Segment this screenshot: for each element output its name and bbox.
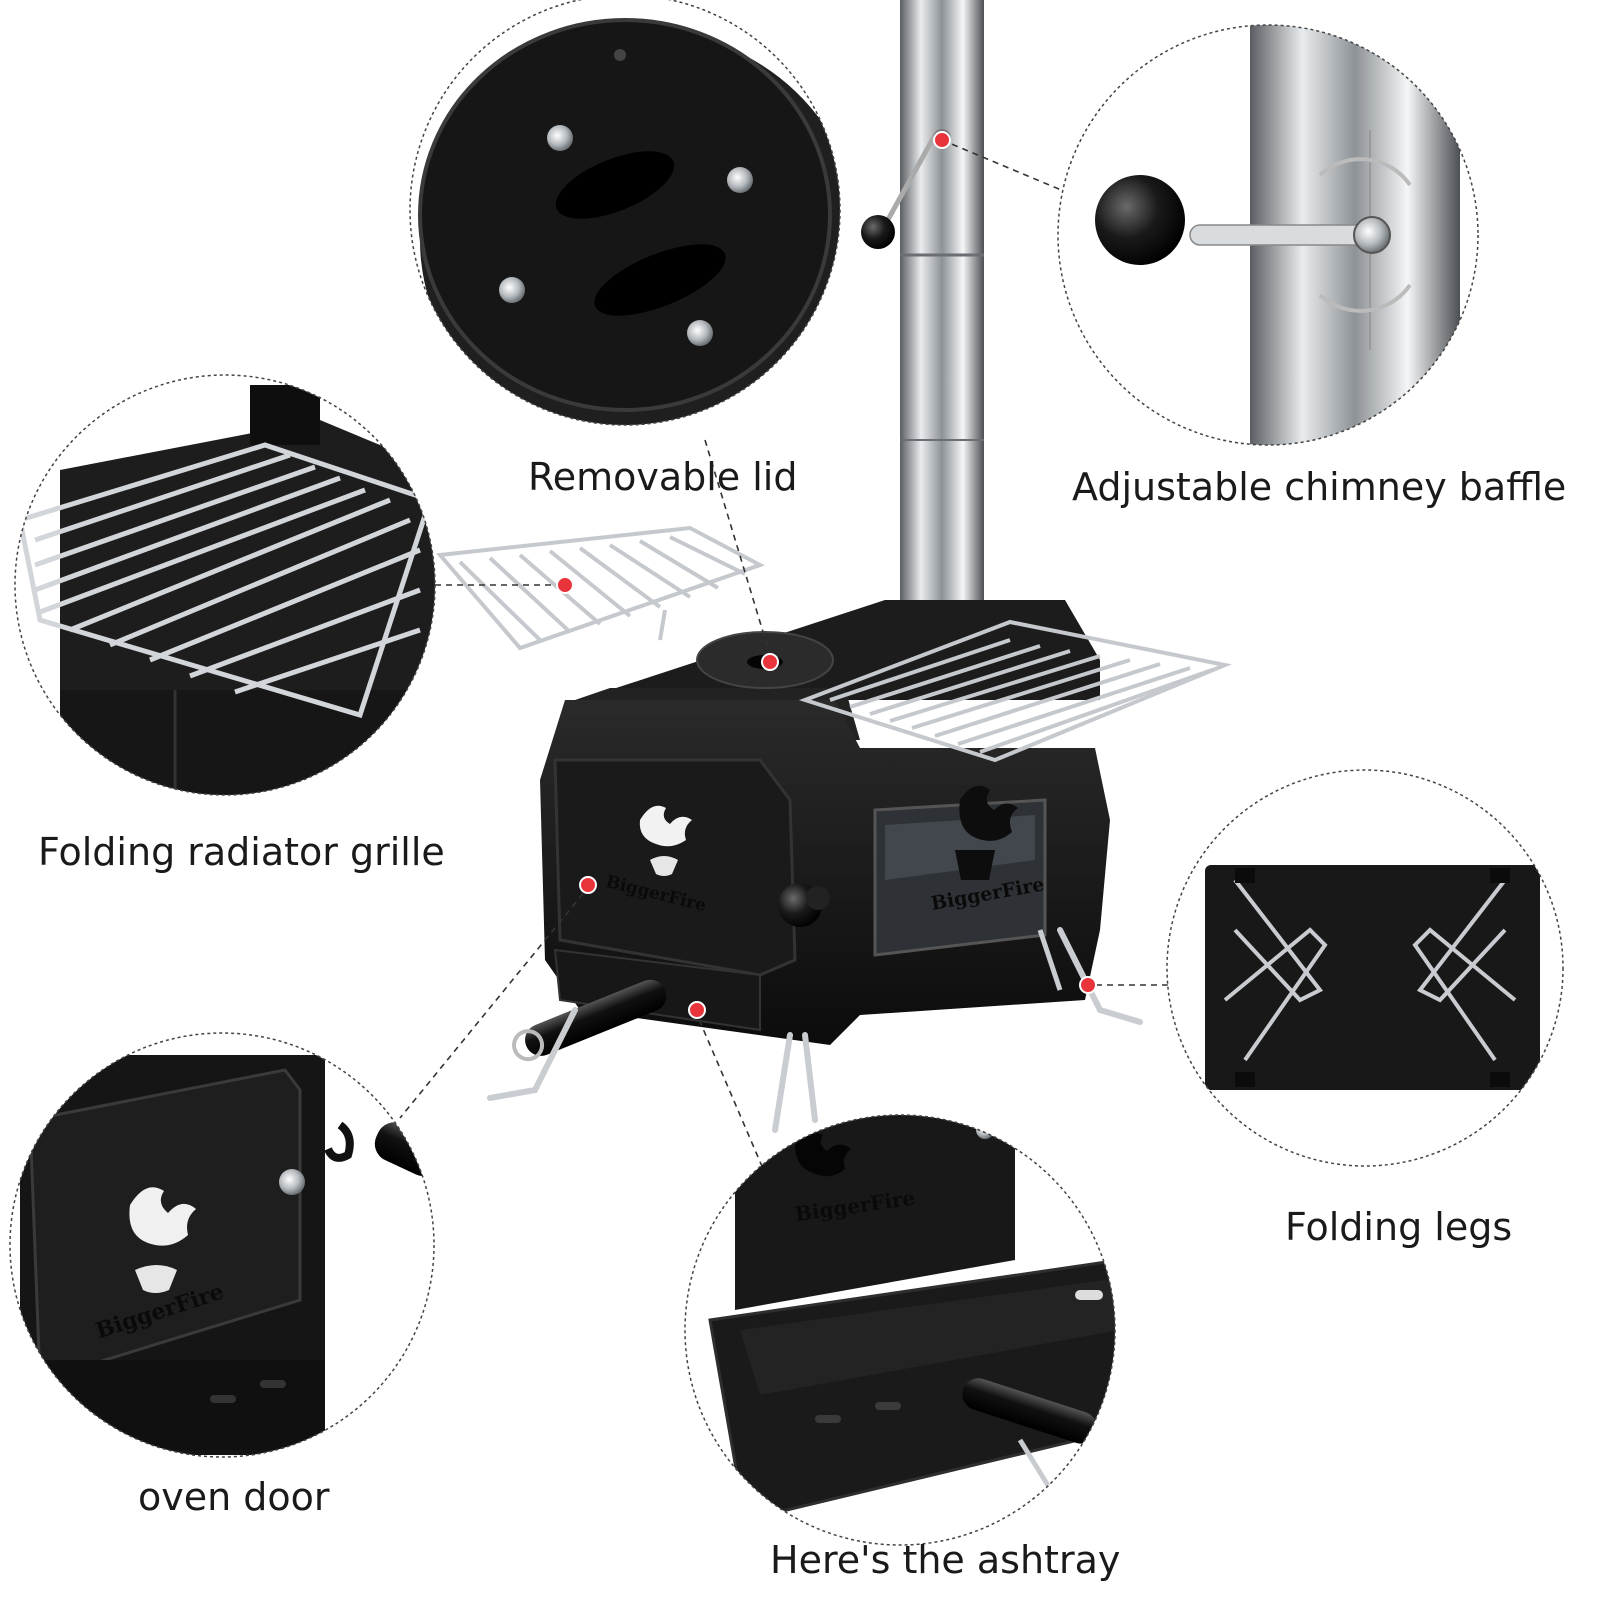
left-grille [436,525,766,651]
zoom-folding-legs [1166,769,1564,1167]
right-grille [798,619,1232,763]
marker-door [579,876,597,894]
marker-baffle [933,131,951,149]
leg-front-right [772,1032,793,1133]
leg-back-right [1057,927,1143,1025]
callout-lines [399,139,1168,1186]
marker-legs [1079,976,1097,994]
label-chimney-baffle: Adjustable chimney baffle [1072,465,1567,509]
zoom-radiator-grille [14,374,436,796]
label-ashtray: Here's the ashtray [770,1538,1121,1582]
zoom-ashtray: BiggerFire [684,1114,1116,1546]
chimney-pipe [900,0,984,610]
marker-grille [556,576,574,594]
zoom-removable-lid [409,0,841,426]
marker-ashtray [688,1001,706,1019]
marker-lid [761,653,779,671]
leg-front-left [487,1007,578,1101]
zoom-oven-door: BiggerFire [9,1032,435,1458]
label-removable-lid: Removable lid [528,455,798,499]
zoom-chimney-baffle [1057,24,1479,446]
front-door [553,758,797,977]
label-radiator-grille: Folding radiator grille [38,830,445,874]
label-folding-legs: Folding legs [1285,1205,1513,1249]
callout-markers [556,131,1097,1019]
damper-knob [861,215,895,249]
label-oven-door: oven door [138,1475,330,1519]
